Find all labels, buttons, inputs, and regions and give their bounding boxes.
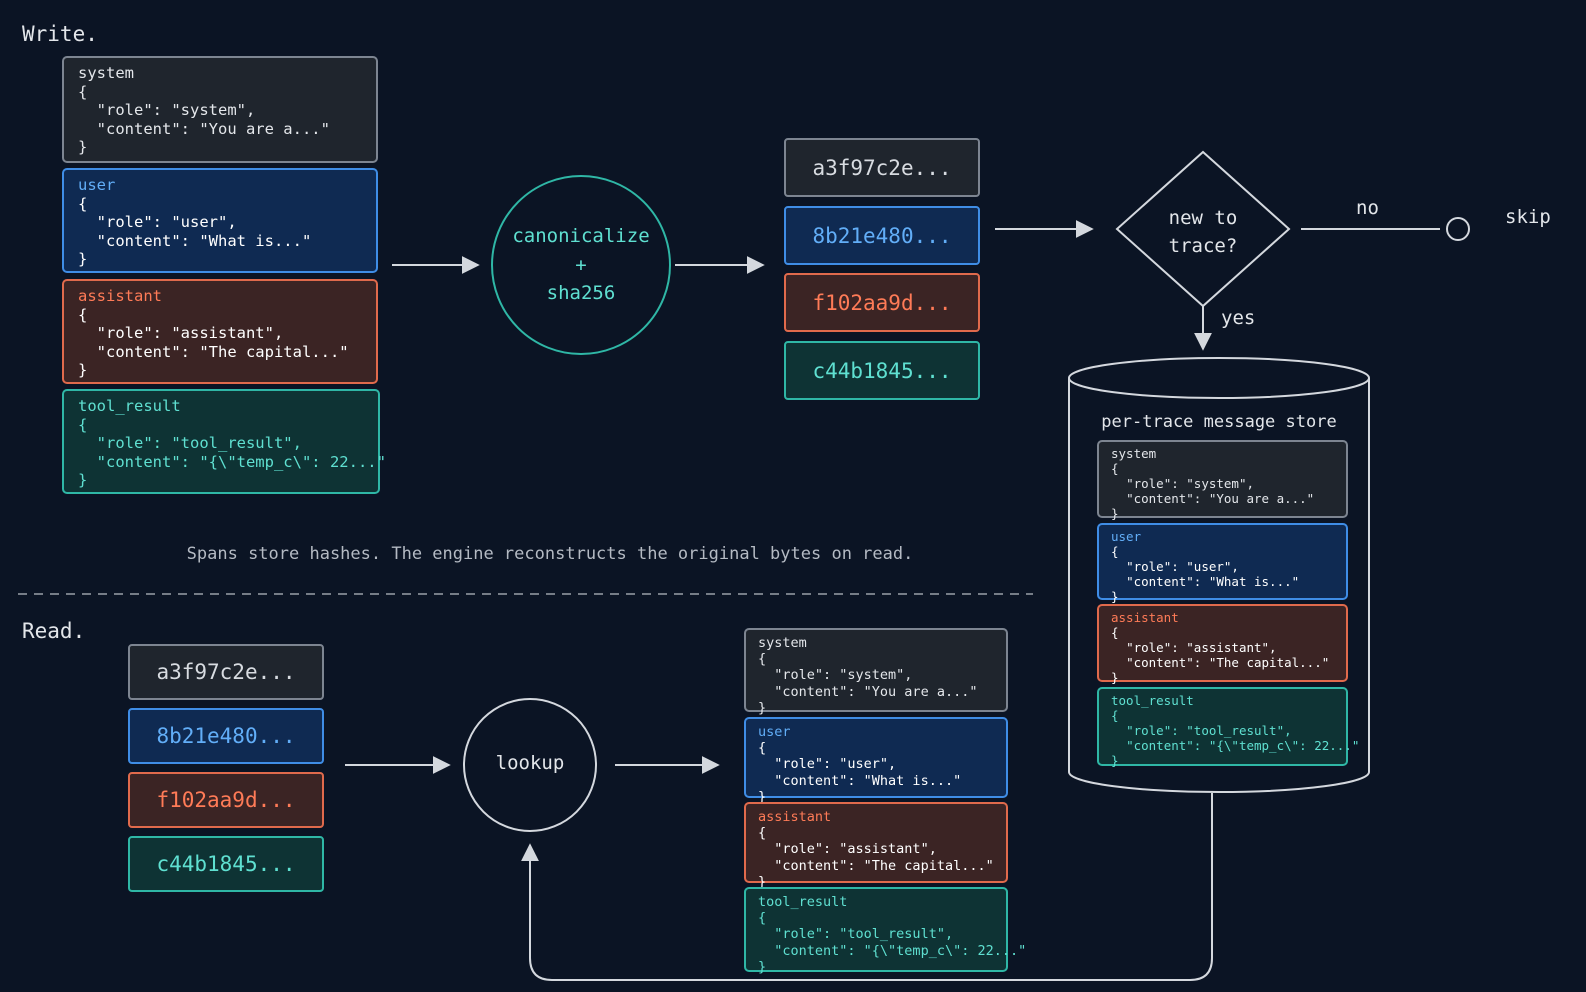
message-role-label: assistant — [758, 809, 832, 825]
store-message-assistant: assistant{ "role": "assistant", "content… — [1097, 604, 1348, 685]
write-section-label: Write. — [22, 22, 98, 46]
arrow-store-to-lookup — [521, 793, 1213, 981]
read-message-user: user{ "role": "user", "content": "What i… — [744, 717, 1008, 805]
store-message-user: user{ "role": "user", "content": "What i… — [1097, 523, 1348, 604]
store-message-system: system{ "role": "system", "content": "Yo… — [1097, 440, 1348, 521]
write-message-user: user{ "role": "user", "content": "What i… — [62, 168, 378, 273]
read-hash-system: a3f97c2e... — [128, 644, 324, 700]
message-role-label: assistant — [78, 287, 162, 305]
read-message-assistant: assistant{ "role": "assistant", "content… — [744, 802, 1008, 890]
message-role-label: user — [1111, 529, 1142, 544]
write-message-assistant: assistant{ "role": "assistant", "content… — [62, 279, 378, 384]
caption: Spans store hashes. The engine reconstru… — [186, 544, 914, 564]
read-message-tool-result: tool_result{ "role": "tool_result", "con… — [744, 887, 1026, 975]
decision-no-label: no — [1356, 197, 1379, 219]
read-hash-tool-result: c44b1845... — [128, 836, 324, 892]
store-title: per-trace message store — [1101, 412, 1337, 432]
lookup-circle — [463, 698, 597, 832]
write-hash-assistant: f102aa9d... — [784, 273, 980, 332]
message-role-label: tool_result — [1111, 693, 1194, 708]
decision-label: new to trace? — [1168, 207, 1238, 257]
skip-label: skip — [1505, 206, 1551, 228]
read-message-system: system{ "role": "system", "content": "Yo… — [744, 628, 1008, 716]
message-role-label: assistant — [1111, 610, 1179, 625]
read-hash-assistant: f102aa9d... — [128, 772, 324, 828]
store-cylinder-top — [1068, 357, 1370, 399]
message-role-label: user — [758, 724, 791, 740]
write-hash-system: a3f97c2e... — [784, 138, 980, 197]
message-role-label: system — [1111, 446, 1157, 461]
store-cylinder-body — [1068, 378, 1370, 793]
decision-yes-label: yes — [1221, 307, 1256, 329]
message-role-label: user — [78, 176, 116, 194]
message-role-label: tool_result — [78, 397, 181, 415]
lookup-label: lookup — [495, 752, 565, 774]
read-hash-user: 8b21e480... — [128, 708, 324, 764]
message-role-label: tool_result — [758, 894, 848, 910]
write-hash-user: 8b21e480... — [784, 206, 980, 265]
skip-terminal — [1446, 217, 1470, 241]
read-section-label: Read. — [22, 619, 86, 643]
message-role-label: system — [78, 64, 134, 82]
write-message-system: system{ "role": "system", "content": "Yo… — [62, 56, 378, 163]
canonicalize-label: canonicalize + sha256 — [512, 225, 650, 304]
message-role-label: system — [758, 635, 807, 651]
canonicalize-circle — [491, 175, 671, 355]
write-message-tool-result: tool_result{ "role": "tool_result", "con… — [62, 389, 386, 494]
store-message-tool-result: tool_result{ "role": "tool_result", "con… — [1097, 687, 1359, 768]
write-hash-tool-result: c44b1845... — [784, 341, 980, 400]
